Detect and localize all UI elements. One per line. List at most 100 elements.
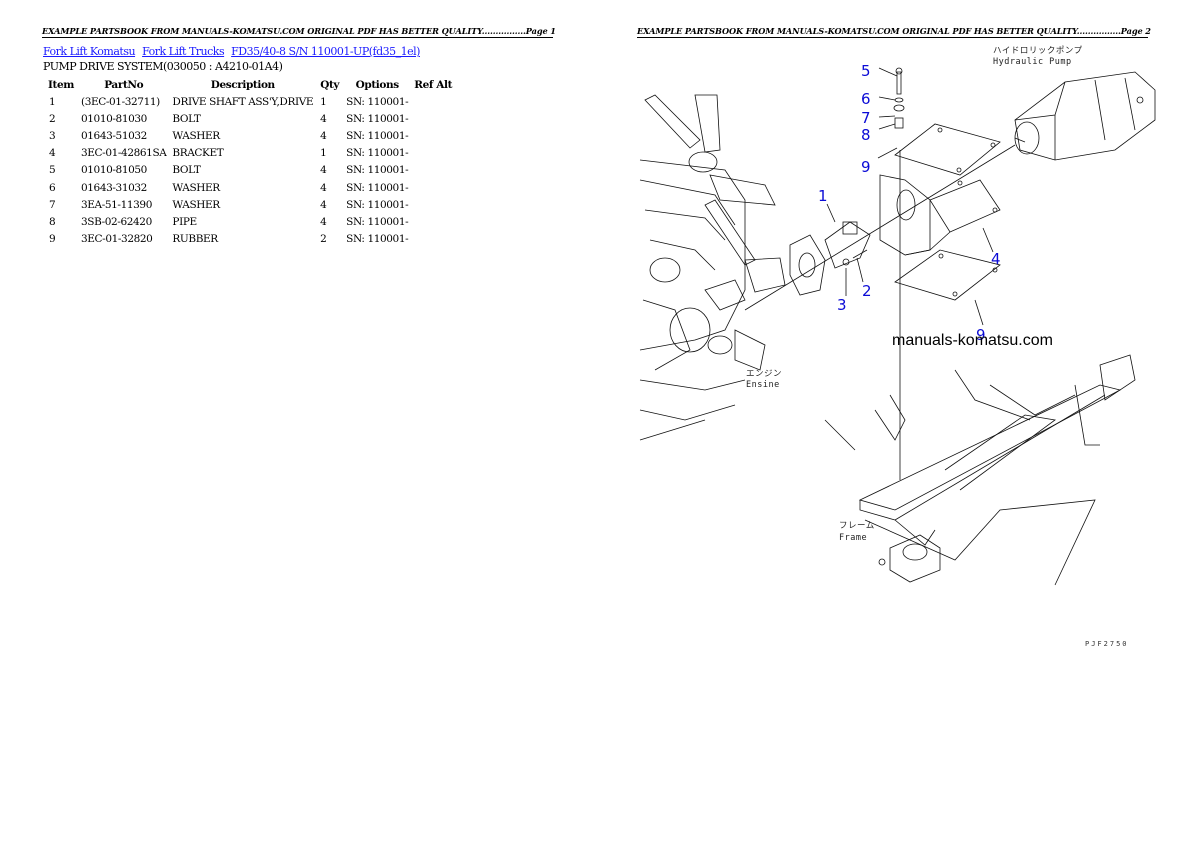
callout-4: 4 xyxy=(991,250,1001,268)
cell-ref-alt xyxy=(411,213,455,230)
cell-partno: 01010-81050 xyxy=(81,164,147,177)
cell-options: SN: 110001- xyxy=(346,233,409,246)
column-header-ref-alt: Ref Alt xyxy=(414,78,453,91)
cell-ref-alt xyxy=(411,145,455,162)
label-engine-jp: エンジン xyxy=(746,369,783,379)
label-frame: Frame xyxy=(839,533,868,543)
cell-ref-alt xyxy=(411,93,455,110)
label-hydraulic-pump: Hydraulic Pump xyxy=(993,57,1072,67)
cell-partno: 01643-31032 xyxy=(81,181,147,194)
watermark: manuals-komatsu.com xyxy=(892,332,1053,349)
cell-options: SN: 110001- xyxy=(346,215,409,228)
table-row: 5 01010-81050 BOLT 4 SN: 110001- xyxy=(44,162,455,179)
callout-5: 5 xyxy=(861,62,871,80)
cell-qty: 4 xyxy=(320,129,327,142)
cell-description: BOLT xyxy=(172,112,201,125)
label-engine: Ensine xyxy=(746,380,780,390)
cell-options: SN: 110001- xyxy=(346,164,409,177)
exploded-parts-diagram: 5 6 7 8 9 1 4 2 3 9 manuals-komatsu.com … xyxy=(595,0,1190,842)
cell-item: 5 xyxy=(49,164,56,177)
cell-partno: 01010-81030 xyxy=(81,112,147,125)
figure-code: PJF2750 xyxy=(1085,640,1129,648)
cell-partno: 3SB-02-62420 xyxy=(81,215,152,228)
cell-description: RUBBER xyxy=(172,233,218,246)
table-row: 4 3EC-01-42861SA BRACKET 1 SN: 110001- xyxy=(44,145,455,162)
cell-qty: 4 xyxy=(320,215,327,228)
cell-description: BRACKET xyxy=(172,147,224,160)
table-row: 8 3SB-02-62420 PIPE 4 SN: 110001- xyxy=(44,213,455,230)
cell-ref-alt xyxy=(411,179,455,196)
label-hydraulic-pump-jp: ハイドロリックポンプ xyxy=(993,46,1083,56)
callout-2: 2 xyxy=(862,282,872,300)
cell-options: SN: 110001- xyxy=(346,112,409,125)
cell-options: SN: 110001- xyxy=(346,198,409,211)
cell-qty: 4 xyxy=(320,164,327,177)
page-header: EXAMPLE PARTSBOOK FROM MANUALS-KOMATSU.C… xyxy=(637,26,1151,38)
table-row: 2 01010-81030 BOLT 4 SN: 110001- xyxy=(44,110,455,127)
table-row: 1 (3EC-01-32711) DRIVE SHAFT ASS'Y,DRIVE… xyxy=(44,93,455,110)
column-header-partno: PartNo xyxy=(104,78,144,91)
callout-7: 7 xyxy=(861,109,871,127)
cell-item: 6 xyxy=(49,181,56,194)
callout-1: 1 xyxy=(818,187,828,205)
cell-ref-alt xyxy=(411,110,455,127)
cell-description: WASHER xyxy=(172,129,220,142)
cell-item: 9 xyxy=(49,233,56,246)
parts-table: Item PartNo Description Qty Options Ref … xyxy=(44,76,455,248)
page-header: EXAMPLE PARTSBOOK FROM MANUALS-KOMATSU.C… xyxy=(42,26,556,38)
cell-item: 7 xyxy=(49,198,56,211)
table-row: 6 01643-31032 WASHER 4 SN: 110001- xyxy=(44,179,455,196)
cell-options: SN: 110001- xyxy=(346,95,409,108)
page-2: EXAMPLE PARTSBOOK FROM MANUALS-KOMATSU.C… xyxy=(595,0,1190,842)
cell-ref-alt xyxy=(411,162,455,179)
section-title: PUMP DRIVE SYSTEM(030050 : A4210-01A4) xyxy=(43,60,283,73)
column-header-description: Description xyxy=(210,78,275,91)
callout-9-top: 9 xyxy=(861,158,871,176)
cell-qty: 1 xyxy=(320,147,327,160)
table-row: 7 3EA-51-11390 WASHER 4 SN: 110001- xyxy=(44,196,455,213)
cell-partno: (3EC-01-32711) xyxy=(81,95,160,108)
cell-item: 3 xyxy=(49,129,56,142)
page-1: EXAMPLE PARTSBOOK FROM MANUALS-KOMATSU.C… xyxy=(42,26,556,248)
cell-description: WASHER xyxy=(172,181,220,194)
column-header-item: Item xyxy=(48,78,74,91)
cell-options: SN: 110001- xyxy=(346,129,409,142)
label-frame-jp: フレーム xyxy=(839,521,875,531)
cell-item: 2 xyxy=(49,112,56,125)
column-header-qty: Qty xyxy=(320,78,340,91)
table-row: 9 3EC-01-32820 RUBBER 2 SN: 110001- xyxy=(44,231,455,248)
callout-8: 8 xyxy=(861,126,871,144)
breadcrumb-link-model[interactable]: FD35/40-8 S/N 110001-UP(fd35_1el) xyxy=(231,45,420,58)
cell-description: PIPE xyxy=(172,215,197,228)
cell-item: 8 xyxy=(49,215,56,228)
breadcrumb: Fork Lift Komatsu Fork Lift Trucks FD35/… xyxy=(43,45,424,58)
callout-6: 6 xyxy=(861,90,871,108)
cell-item: 1 xyxy=(49,95,56,108)
table-header-row: Item PartNo Description Qty Options Ref … xyxy=(44,76,455,93)
cell-ref-alt xyxy=(411,231,455,248)
diagram-line-art xyxy=(639,67,1156,586)
cell-qty: 1 xyxy=(320,95,327,108)
cell-description: DRIVE SHAFT ASS'Y,DRIVE xyxy=(172,95,314,108)
callout-3: 3 xyxy=(837,296,847,314)
cell-ref-alt xyxy=(411,196,455,213)
cell-item: 4 xyxy=(49,147,56,160)
breadcrumb-link-fork-lift-komatsu[interactable]: Fork Lift Komatsu xyxy=(43,45,136,58)
cell-qty: 2 xyxy=(320,233,327,246)
cell-qty: 4 xyxy=(320,198,327,211)
column-header-options: Options xyxy=(355,78,399,91)
cell-options: SN: 110001- xyxy=(346,147,409,160)
cell-partno: 3EC-01-32820 xyxy=(81,233,153,246)
cell-ref-alt xyxy=(411,127,455,144)
cell-partno: 01643-51032 xyxy=(81,129,147,142)
cell-description: WASHER xyxy=(172,198,220,211)
table-row: 3 01643-51032 WASHER 4 SN: 110001- xyxy=(44,127,455,144)
cell-partno: 3EA-51-11390 xyxy=(81,198,152,211)
breadcrumb-link-fork-lift-trucks[interactable]: Fork Lift Trucks xyxy=(142,45,225,58)
cell-partno: 3EC-01-42861SA xyxy=(81,147,167,160)
callout-9-bottom: 9 xyxy=(976,326,986,344)
cell-options: SN: 110001- xyxy=(346,181,409,194)
cell-qty: 4 xyxy=(320,181,327,194)
cell-description: BOLT xyxy=(172,164,201,177)
cell-qty: 4 xyxy=(320,112,327,125)
